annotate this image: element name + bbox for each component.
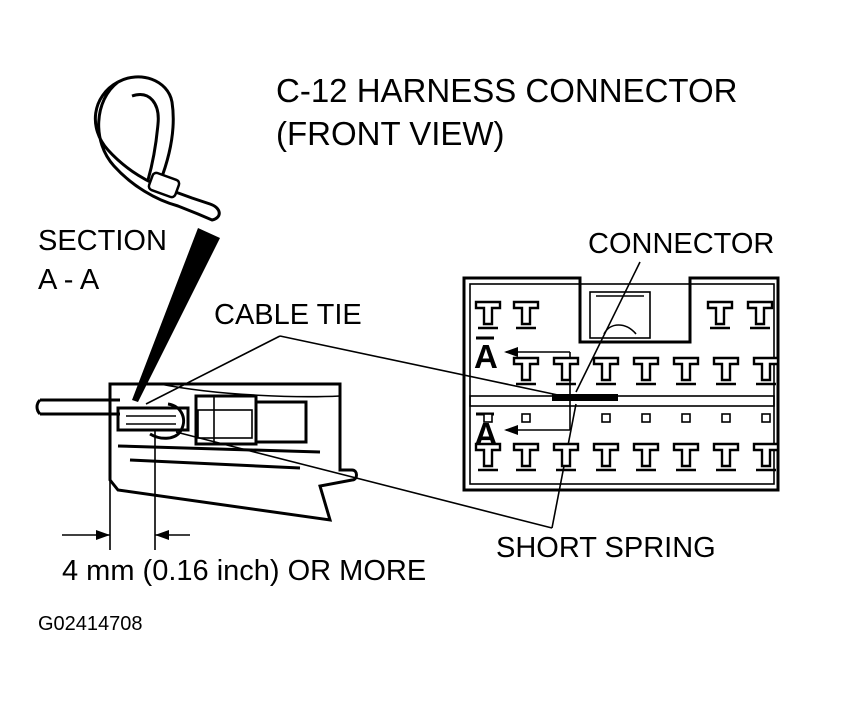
- terminal-pin-bottom-4: [592, 442, 620, 472]
- connector-section-view: [35, 382, 358, 522]
- terminal-pin-middle-7: [752, 356, 780, 386]
- terminal-pin-top-1: [474, 300, 502, 330]
- terminal-pin-middle-5: [672, 356, 700, 386]
- terminal-pin-middle-1: [512, 356, 540, 386]
- terminal-slot-1: [483, 413, 493, 423]
- terminal-slot-6: [721, 413, 731, 423]
- cable-tie-leader-a: [145, 335, 281, 405]
- cable-tie-illustration: [93, 75, 221, 222]
- terminal-pin-bottom-5: [632, 442, 660, 472]
- terminal-pin-bottom-3: [552, 442, 580, 472]
- section-wedge-pointer: [132, 228, 220, 402]
- terminal-pin-top-4: [746, 300, 774, 330]
- dimension-marker: [62, 430, 190, 550]
- terminal-slot-5: [681, 413, 691, 423]
- section-label-line2: A - A: [38, 264, 100, 296]
- terminal-slot-4: [641, 413, 651, 423]
- cable-tie-label: CABLE TIE: [214, 299, 362, 331]
- terminal-pin-bottom-6: [672, 442, 700, 472]
- terminal-pin-middle-6: [712, 356, 740, 386]
- terminal-pin-middle-2: [552, 356, 580, 386]
- connector-leader: [575, 261, 641, 393]
- diagram-title: C-12 HARNESS CONNECTOR: [276, 72, 737, 109]
- cable-tie-leader-b: [279, 335, 573, 399]
- terminal-slot-2: [521, 413, 531, 423]
- terminal-pin-middle-3: [592, 356, 620, 386]
- terminal-pin-top-2: [512, 300, 540, 330]
- section-mark-top: A: [474, 338, 498, 375]
- section-label-line1: SECTION: [38, 225, 167, 257]
- terminal-pin-bottom-8: [752, 442, 780, 472]
- terminal-pin-bottom-7: [712, 442, 740, 472]
- short-spring-leader-a: [175, 431, 553, 529]
- terminal-slot-7: [761, 413, 771, 423]
- diagram-subtitle: (FRONT VIEW): [276, 115, 505, 152]
- connector-label: CONNECTOR: [588, 228, 774, 260]
- terminal-pin-top-3: [706, 300, 734, 330]
- terminal-pin-bottom-2: [512, 442, 540, 472]
- dimension-label: 4 mm (0.16 inch) OR MORE: [62, 555, 426, 587]
- figure-id: G02414708: [38, 613, 143, 635]
- terminal-pin-middle-4: [632, 356, 660, 386]
- terminal-pin-bottom-1: [474, 442, 502, 472]
- short-spring-label: SHORT SPRING: [496, 532, 716, 564]
- terminal-slot-3: [601, 413, 611, 423]
- short-spring-marker: [552, 394, 618, 401]
